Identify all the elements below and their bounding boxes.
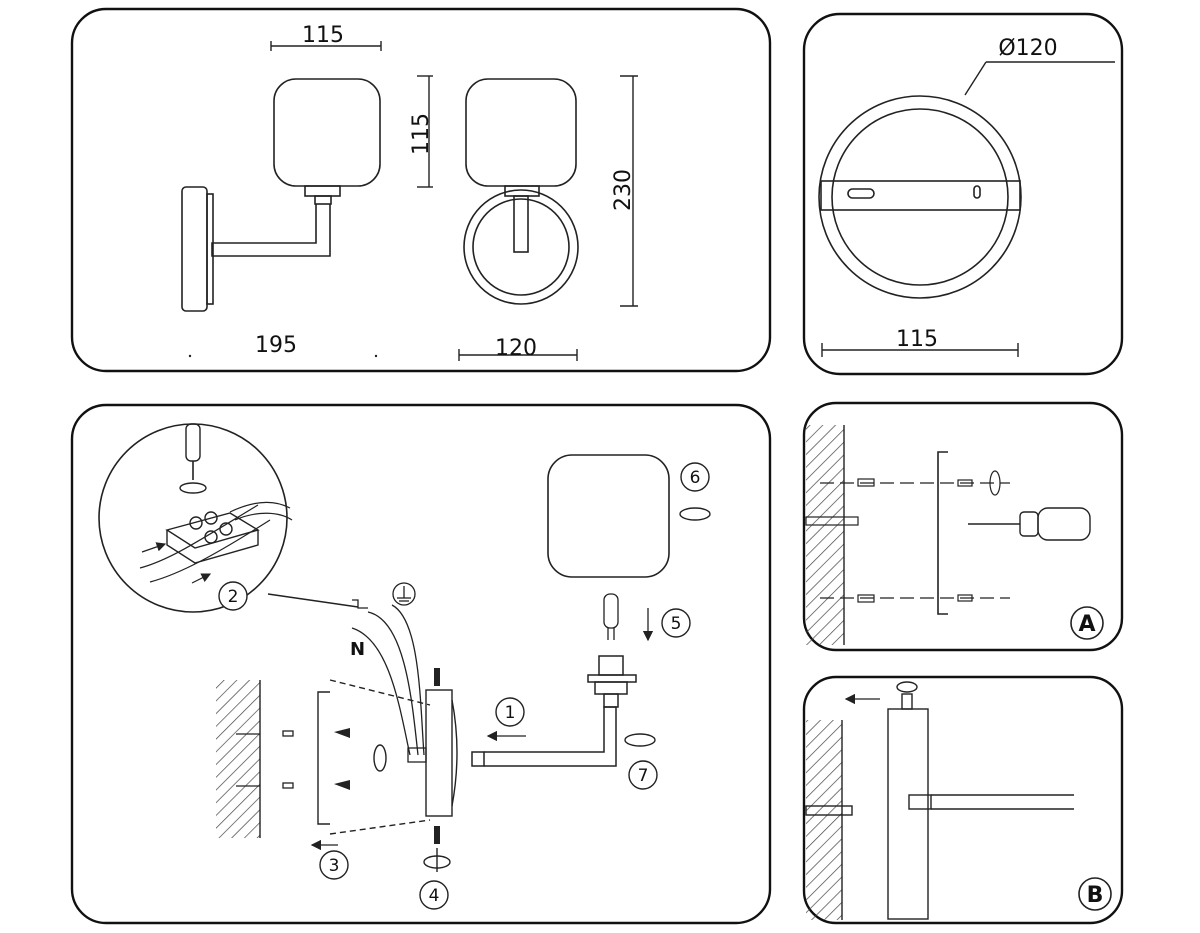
round-plate (818, 95, 1022, 299)
lamp-arm (471, 655, 637, 767)
step-2: 2 (228, 587, 239, 607)
step-3: 3 (329, 856, 340, 876)
plate-diameter-label: Ø120 (998, 36, 1057, 61)
wall-hatch-a (806, 425, 844, 645)
detail-b-label: B (1087, 883, 1104, 908)
ground-icon (392, 582, 416, 606)
top-width-label: 115 (302, 23, 344, 48)
step-6: 6 (690, 468, 701, 488)
side-view-lamp (181, 78, 381, 312)
step-4: 4 (429, 886, 440, 906)
plate-panel: Ø120 115 (802, 12, 1124, 376)
g9-bulb (603, 593, 619, 640)
depth-label: 195 (255, 333, 297, 358)
glass-shade (547, 454, 670, 578)
detail-a-label: A (1078, 612, 1095, 637)
front-width-label: 120 (495, 336, 537, 361)
front-view-lamp (463, 78, 579, 305)
detail-a-panel: A (802, 401, 1124, 652)
detail-b-panel: B (802, 675, 1124, 925)
plate-width-label: 115 (896, 327, 938, 352)
terminal-block-detail (98, 423, 359, 613)
wall-hatch-b (806, 720, 842, 920)
shade-height-label: 115 (409, 113, 434, 155)
neutral-label: N (350, 639, 365, 660)
wall-hatch (216, 680, 260, 838)
dimension-lines (270, 41, 638, 361)
step-5: 5 (671, 614, 682, 634)
mounting-bracket (317, 679, 458, 835)
screwdriver-icon (968, 507, 1091, 541)
step-markers: 1 2 3 4 5 6 7 (218, 462, 710, 910)
step-1: 1 (505, 703, 516, 723)
supply-wires (351, 599, 425, 756)
total-height-label: 230 (611, 169, 636, 211)
step-7: 7 (638, 766, 649, 786)
installation-panel: N 1 (70, 403, 772, 925)
dimensions-panel: 115 115 230 195 120 (70, 7, 772, 373)
